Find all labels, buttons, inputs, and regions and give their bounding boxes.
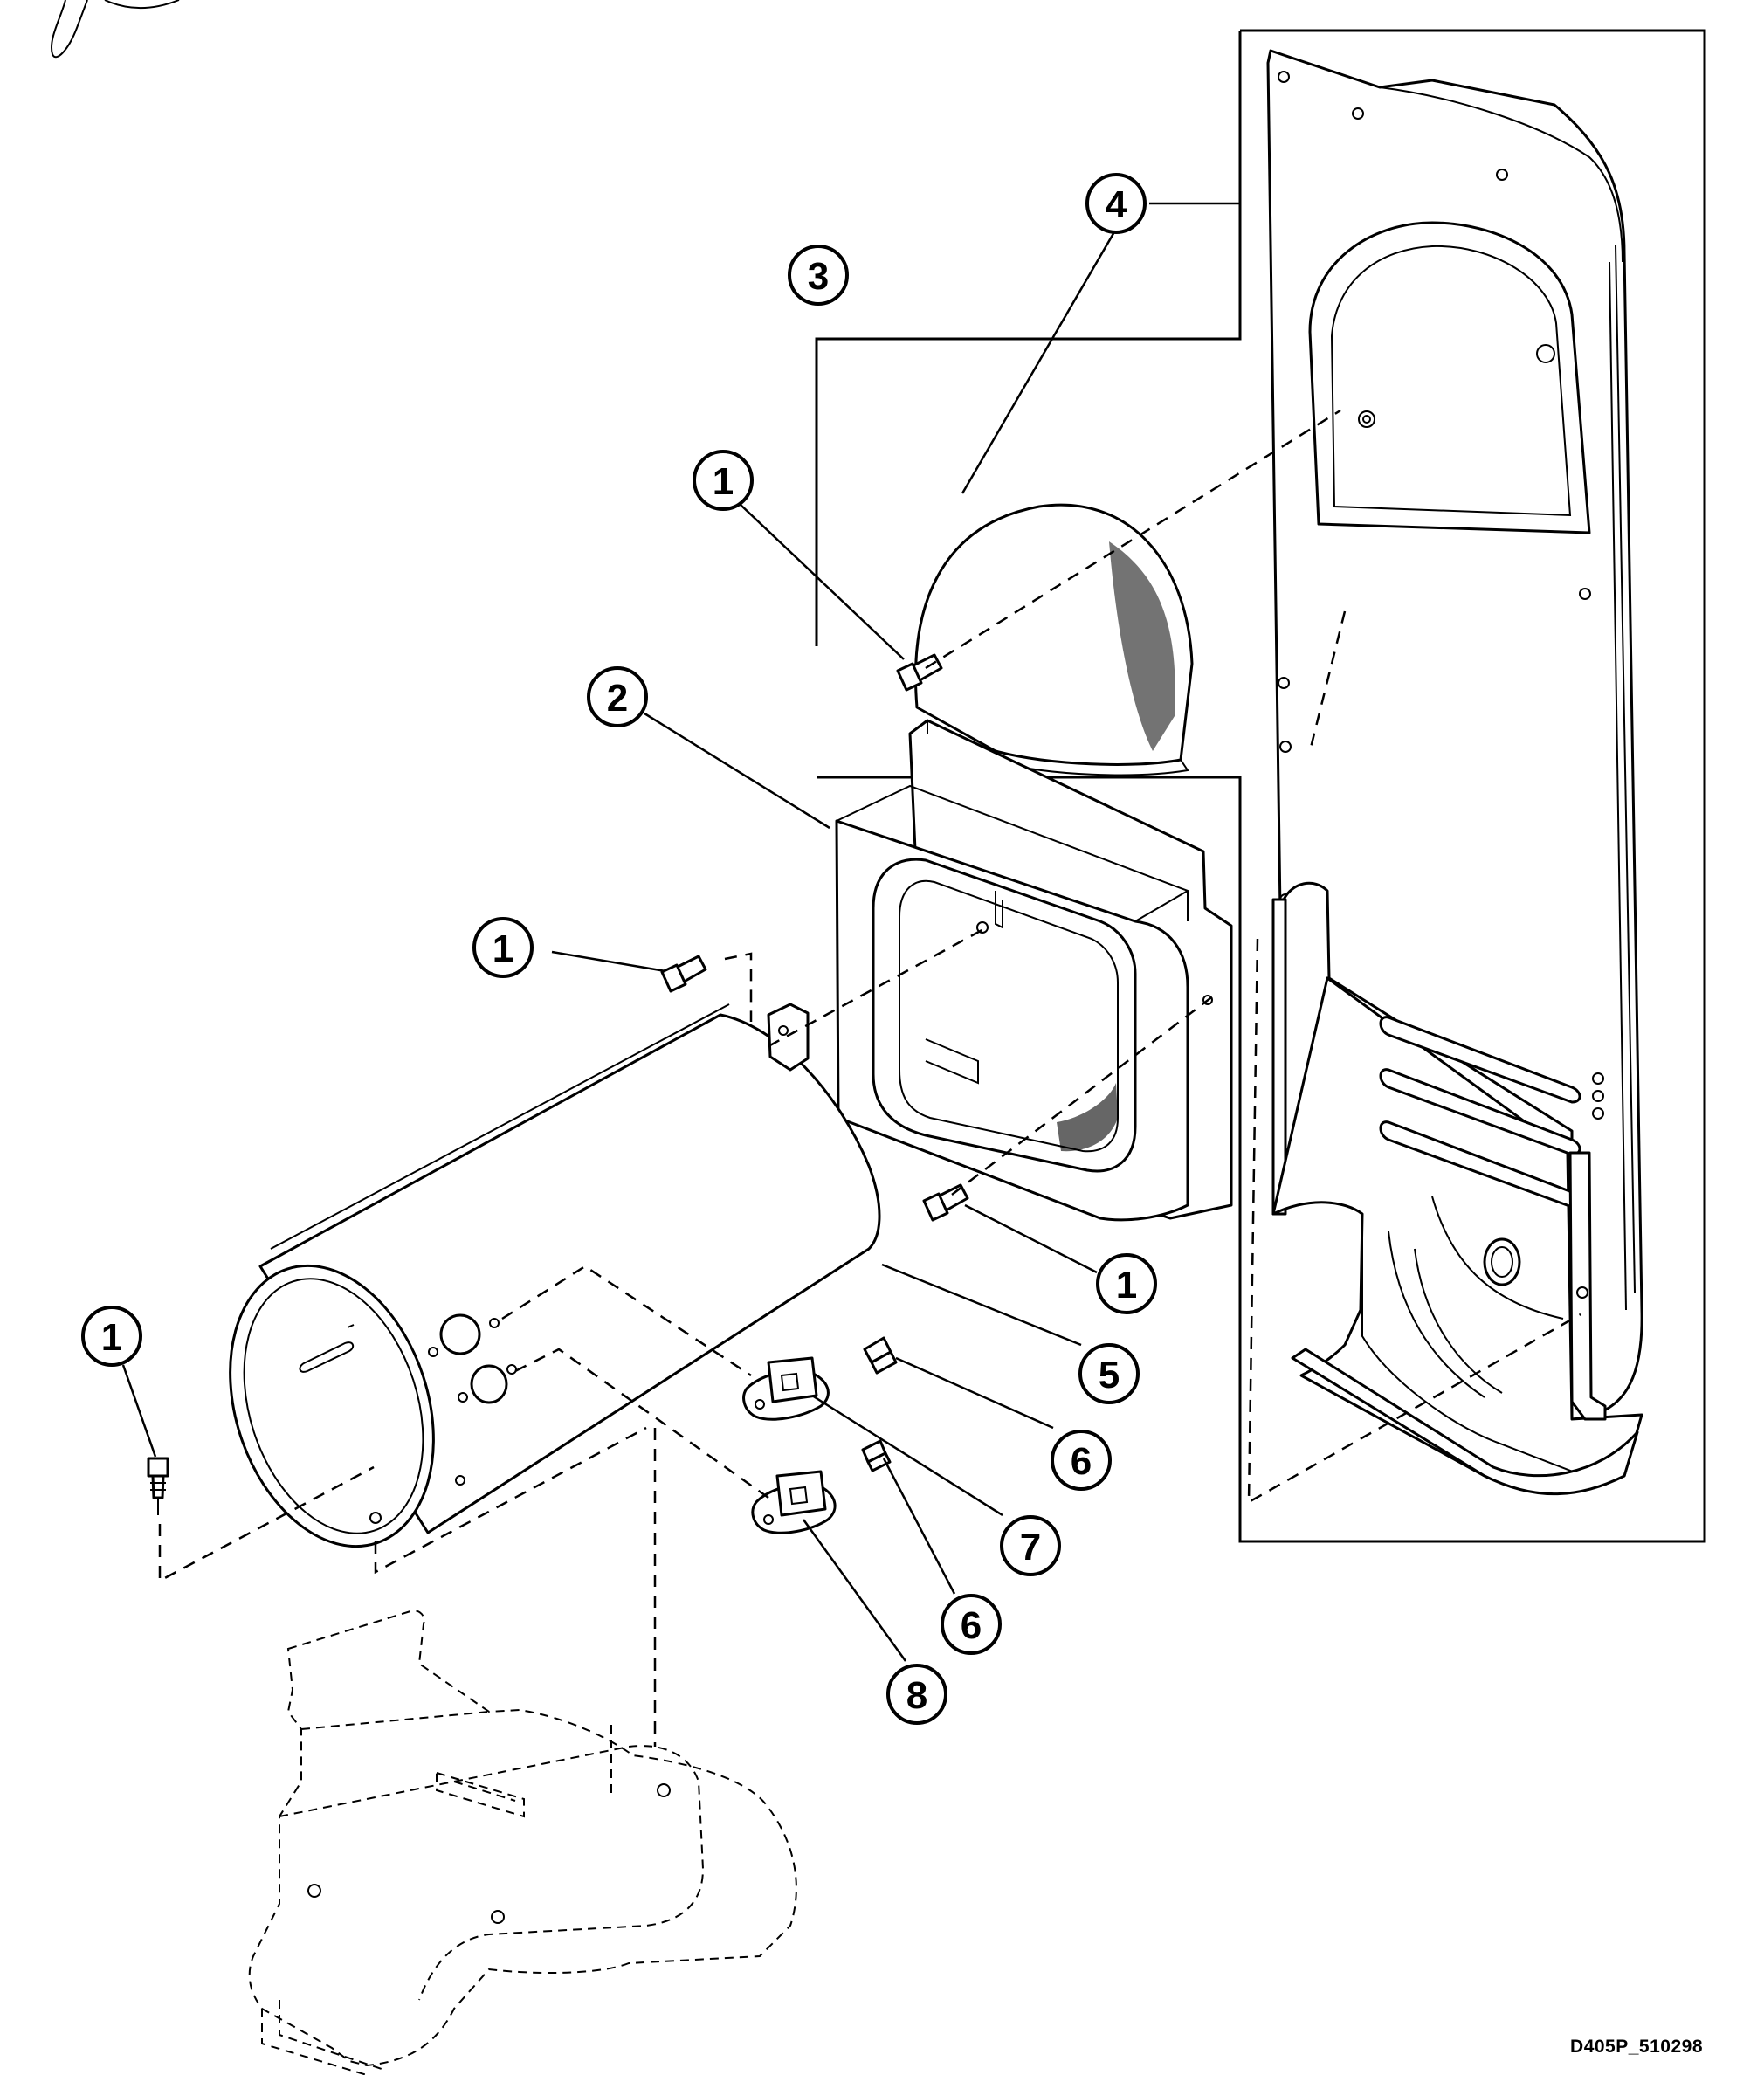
callout-5: 5 xyxy=(1078,1343,1140,1404)
drawing-code: D405P_510298 xyxy=(1570,2037,1703,2057)
svg-text:1: 1 xyxy=(713,460,734,503)
callout-1-mid: 1 xyxy=(472,917,534,978)
thermostat-part-8 xyxy=(751,1470,837,1534)
callout-7: 7 xyxy=(1000,1515,1061,1576)
screw-thermostat-2 xyxy=(861,1439,892,1472)
alignment-lines xyxy=(158,409,1581,1747)
svg-text:5: 5 xyxy=(1099,1354,1120,1396)
callout-1-housing: 1 xyxy=(1096,1253,1157,1314)
svg-text:7: 7 xyxy=(1020,1526,1041,1568)
callout-8: 8 xyxy=(886,1664,947,1725)
callout-3: 3 xyxy=(788,245,849,306)
rear-panel-part-4 xyxy=(815,29,1706,1543)
leader-lines xyxy=(121,202,1240,1662)
callout-2: 2 xyxy=(587,666,648,727)
screw-thermostat-1 xyxy=(863,1336,898,1375)
panel-assembly-bracket xyxy=(817,29,1706,1543)
svg-text:3: 3 xyxy=(808,255,829,298)
svg-text:6: 6 xyxy=(961,1604,982,1647)
svg-text:1: 1 xyxy=(101,1316,122,1359)
screw-left xyxy=(147,1457,169,1515)
thermostat-part-7 xyxy=(742,1356,830,1421)
svg-text:4: 4 xyxy=(1106,183,1127,226)
heater-duct-part-5 xyxy=(229,1003,881,1548)
svg-text:1: 1 xyxy=(1116,1264,1137,1306)
svg-text:2: 2 xyxy=(607,677,628,720)
svg-text:1: 1 xyxy=(493,927,513,970)
screw-upper xyxy=(896,653,943,692)
callout-6-upper: 6 xyxy=(1051,1430,1112,1491)
screw-mid xyxy=(660,955,707,993)
base-reference-outline xyxy=(248,1610,797,2075)
callout-1-left: 1 xyxy=(81,1306,142,1367)
housing-part-2 xyxy=(835,719,1233,1222)
callout-1-upper: 1 xyxy=(693,450,754,511)
handwritten-mark xyxy=(51,0,180,59)
lint-screen-part-3 xyxy=(914,503,1194,776)
callout-4: 4 xyxy=(1085,173,1147,234)
callout-6-lower: 6 xyxy=(941,1594,1002,1655)
screw-housing xyxy=(922,1183,969,1222)
svg-text:8: 8 xyxy=(906,1674,927,1717)
svg-text:6: 6 xyxy=(1071,1440,1092,1483)
